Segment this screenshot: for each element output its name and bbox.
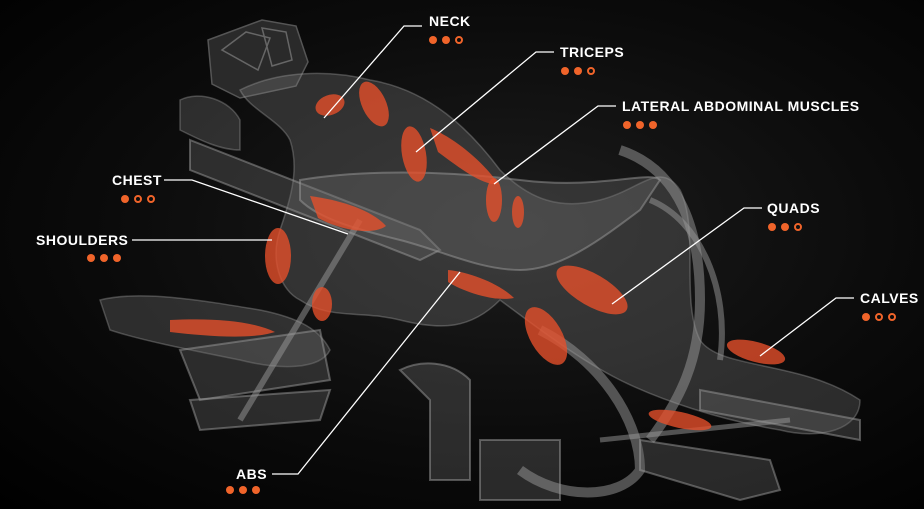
lateral-abdominal-muscle [430, 128, 498, 185]
shoulder-muscle [265, 228, 291, 284]
abs-label: ABS [236, 466, 268, 482]
triceps-muscle [401, 126, 427, 182]
lateral-leader-line [493, 105, 616, 185]
quads-leader-line [611, 207, 762, 305]
shoulders-rating [87, 254, 121, 262]
chest-leader-line [164, 179, 349, 235]
shoulders-rating-dot-filled [87, 254, 95, 262]
abs-muscle [448, 270, 514, 299]
vr-headset [207, 19, 309, 99]
quads-rating-dot-empty [794, 223, 802, 231]
neck-muscle [315, 94, 345, 116]
abs-rating-dot-filled [226, 486, 234, 494]
chest-label: CHEST [112, 172, 162, 188]
shoulder-lower-muscle [312, 287, 332, 321]
abs-rating-dot-filled [239, 486, 247, 494]
muscle-highlights [170, 81, 786, 431]
triceps-rating-dot-empty [587, 67, 595, 75]
abs-rating-dot-filled [252, 486, 260, 494]
quads-label: QUADS [767, 200, 821, 216]
trapezius-muscle [359, 81, 389, 127]
chest-rating-dot-empty [134, 195, 142, 203]
triceps-rating-dot-filled [561, 67, 569, 75]
neck-rating-dot-filled [429, 36, 437, 44]
machine-frame [178, 138, 861, 502]
triceps-label: TRICEPS [560, 44, 625, 60]
quads-rating-dot-filled [768, 223, 776, 231]
lateral-rating-dot-filled [649, 121, 657, 129]
forearm-muscle [170, 319, 275, 337]
shoulders-label: SHOULDERS [36, 232, 129, 248]
triceps-rating-dot-filled [574, 67, 582, 75]
triceps-rating [561, 67, 595, 75]
neck-label: NECK [429, 13, 471, 29]
quad-muscle-1 [556, 265, 628, 315]
calf-muscle [726, 339, 786, 365]
quads-rating [768, 223, 802, 231]
calves-leader-line [759, 297, 854, 357]
neck-rating-dot-empty [455, 36, 463, 44]
neck-leader-line [323, 25, 422, 119]
neck-rating-dot-filled [442, 36, 450, 44]
chest-rating [121, 195, 155, 203]
shoulders-rating-dot-filled [100, 254, 108, 262]
callout-lines [132, 25, 854, 475]
quad-muscle-2 [524, 307, 568, 365]
neck-rating [429, 36, 463, 44]
calves-rating [862, 313, 896, 321]
abs-rating [226, 486, 260, 494]
calves-rating-dot-filled [862, 313, 870, 321]
lateral-abdominal-label: LATERAL ABDOMINAL MUSCLES [622, 98, 860, 114]
chest-muscle [310, 196, 386, 232]
calves-rating-dot-empty [875, 313, 883, 321]
calves-label: CALVES [860, 290, 919, 306]
lateral-rating-dot-filled [623, 121, 631, 129]
lateral-rating-dot-filled [636, 121, 644, 129]
chest-rating-dot-empty [147, 195, 155, 203]
chest-rating-dot-filled [121, 195, 129, 203]
oblique-muscle-1 [486, 178, 502, 222]
abs-leader-line [272, 271, 461, 475]
oblique-muscle-2 [512, 196, 524, 228]
calves-rating-dot-empty [888, 313, 896, 321]
shoulders-rating-dot-filled [113, 254, 121, 262]
lateral-abdominal-rating [623, 121, 657, 129]
quads-rating-dot-filled [781, 223, 789, 231]
shin-muscle [648, 409, 712, 431]
triceps-leader-line [415, 51, 554, 153]
